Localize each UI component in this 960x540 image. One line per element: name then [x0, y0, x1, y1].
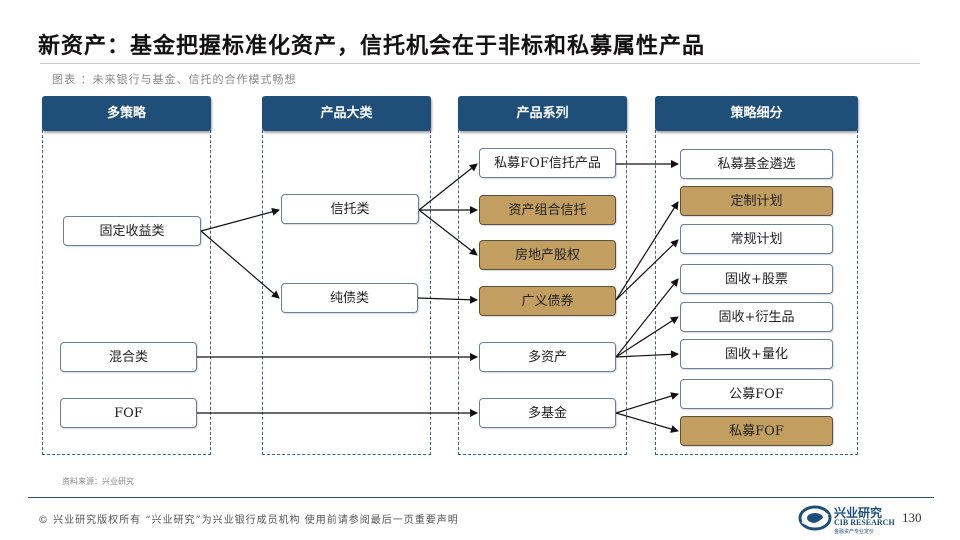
- node-fof: FOF: [60, 398, 197, 428]
- column-header-category: 产品大类: [262, 96, 431, 131]
- data-source: 资料来源：兴业研究: [62, 477, 134, 486]
- node-private-fund-select: 私募基金遴选: [680, 149, 833, 179]
- title-divider: [40, 63, 920, 64]
- node-asset-portfolio-trust: 资产组合信托: [479, 195, 616, 225]
- node-private-fof-trust: 私募FOF信托产品: [479, 148, 616, 178]
- footer-divider: [28, 497, 934, 498]
- swirl-logo-icon: [798, 505, 832, 531]
- node-multi-asset: 多资产: [479, 342, 616, 372]
- logo-english-name: CIB RESEARCH: [834, 518, 895, 527]
- node-trust: 信托类: [281, 194, 419, 224]
- page-number: 130: [902, 510, 922, 525]
- node-real-estate-equity: 房地产股权: [479, 240, 616, 270]
- node-custom-plan: 定制计划: [680, 186, 833, 216]
- column-header-series: 产品系列: [458, 96, 627, 131]
- page-title: 新资产：基金把握标准化资产，信托机会在于非标和私募属性产品: [38, 33, 706, 59]
- figure-caption: 图表 ：未来银行与基金、信托的合作模式畅想: [52, 73, 297, 86]
- node-fixed-derivative: 固收+衍生品: [680, 302, 833, 332]
- node-fixed-stock: 固收+股票: [680, 264, 833, 294]
- company-logo: 兴业研究 CIB RESEARCH 金融资产专业定价: [798, 502, 898, 536]
- node-mixed: 混合类: [60, 342, 197, 372]
- node-public-fof: 公募FOF: [680, 379, 833, 409]
- node-multi-fund: 多基金: [479, 398, 616, 428]
- node-fixed-income: 固定收益类: [63, 216, 201, 246]
- column-header-subdivision: 策略细分: [655, 96, 858, 131]
- node-regular-plan: 常规计划: [680, 224, 833, 254]
- logo-tagline: 金融资产专业定价: [834, 529, 875, 535]
- column-header-strategy: 多策略: [42, 96, 211, 131]
- node-broad-bonds: 广义债券: [479, 286, 616, 316]
- node-fixed-quant: 固收+量化: [680, 339, 833, 369]
- node-pure-debt: 纯债类: [281, 283, 418, 313]
- node-private-fof: 私募FOF: [680, 416, 833, 446]
- footer-copyright: © 兴业研究版权所有 “兴业研究”为兴业银行成员机构 使用前请参阅最后一页重要声…: [38, 515, 459, 526]
- logo-chinese-name: 兴业研究: [834, 506, 883, 520]
